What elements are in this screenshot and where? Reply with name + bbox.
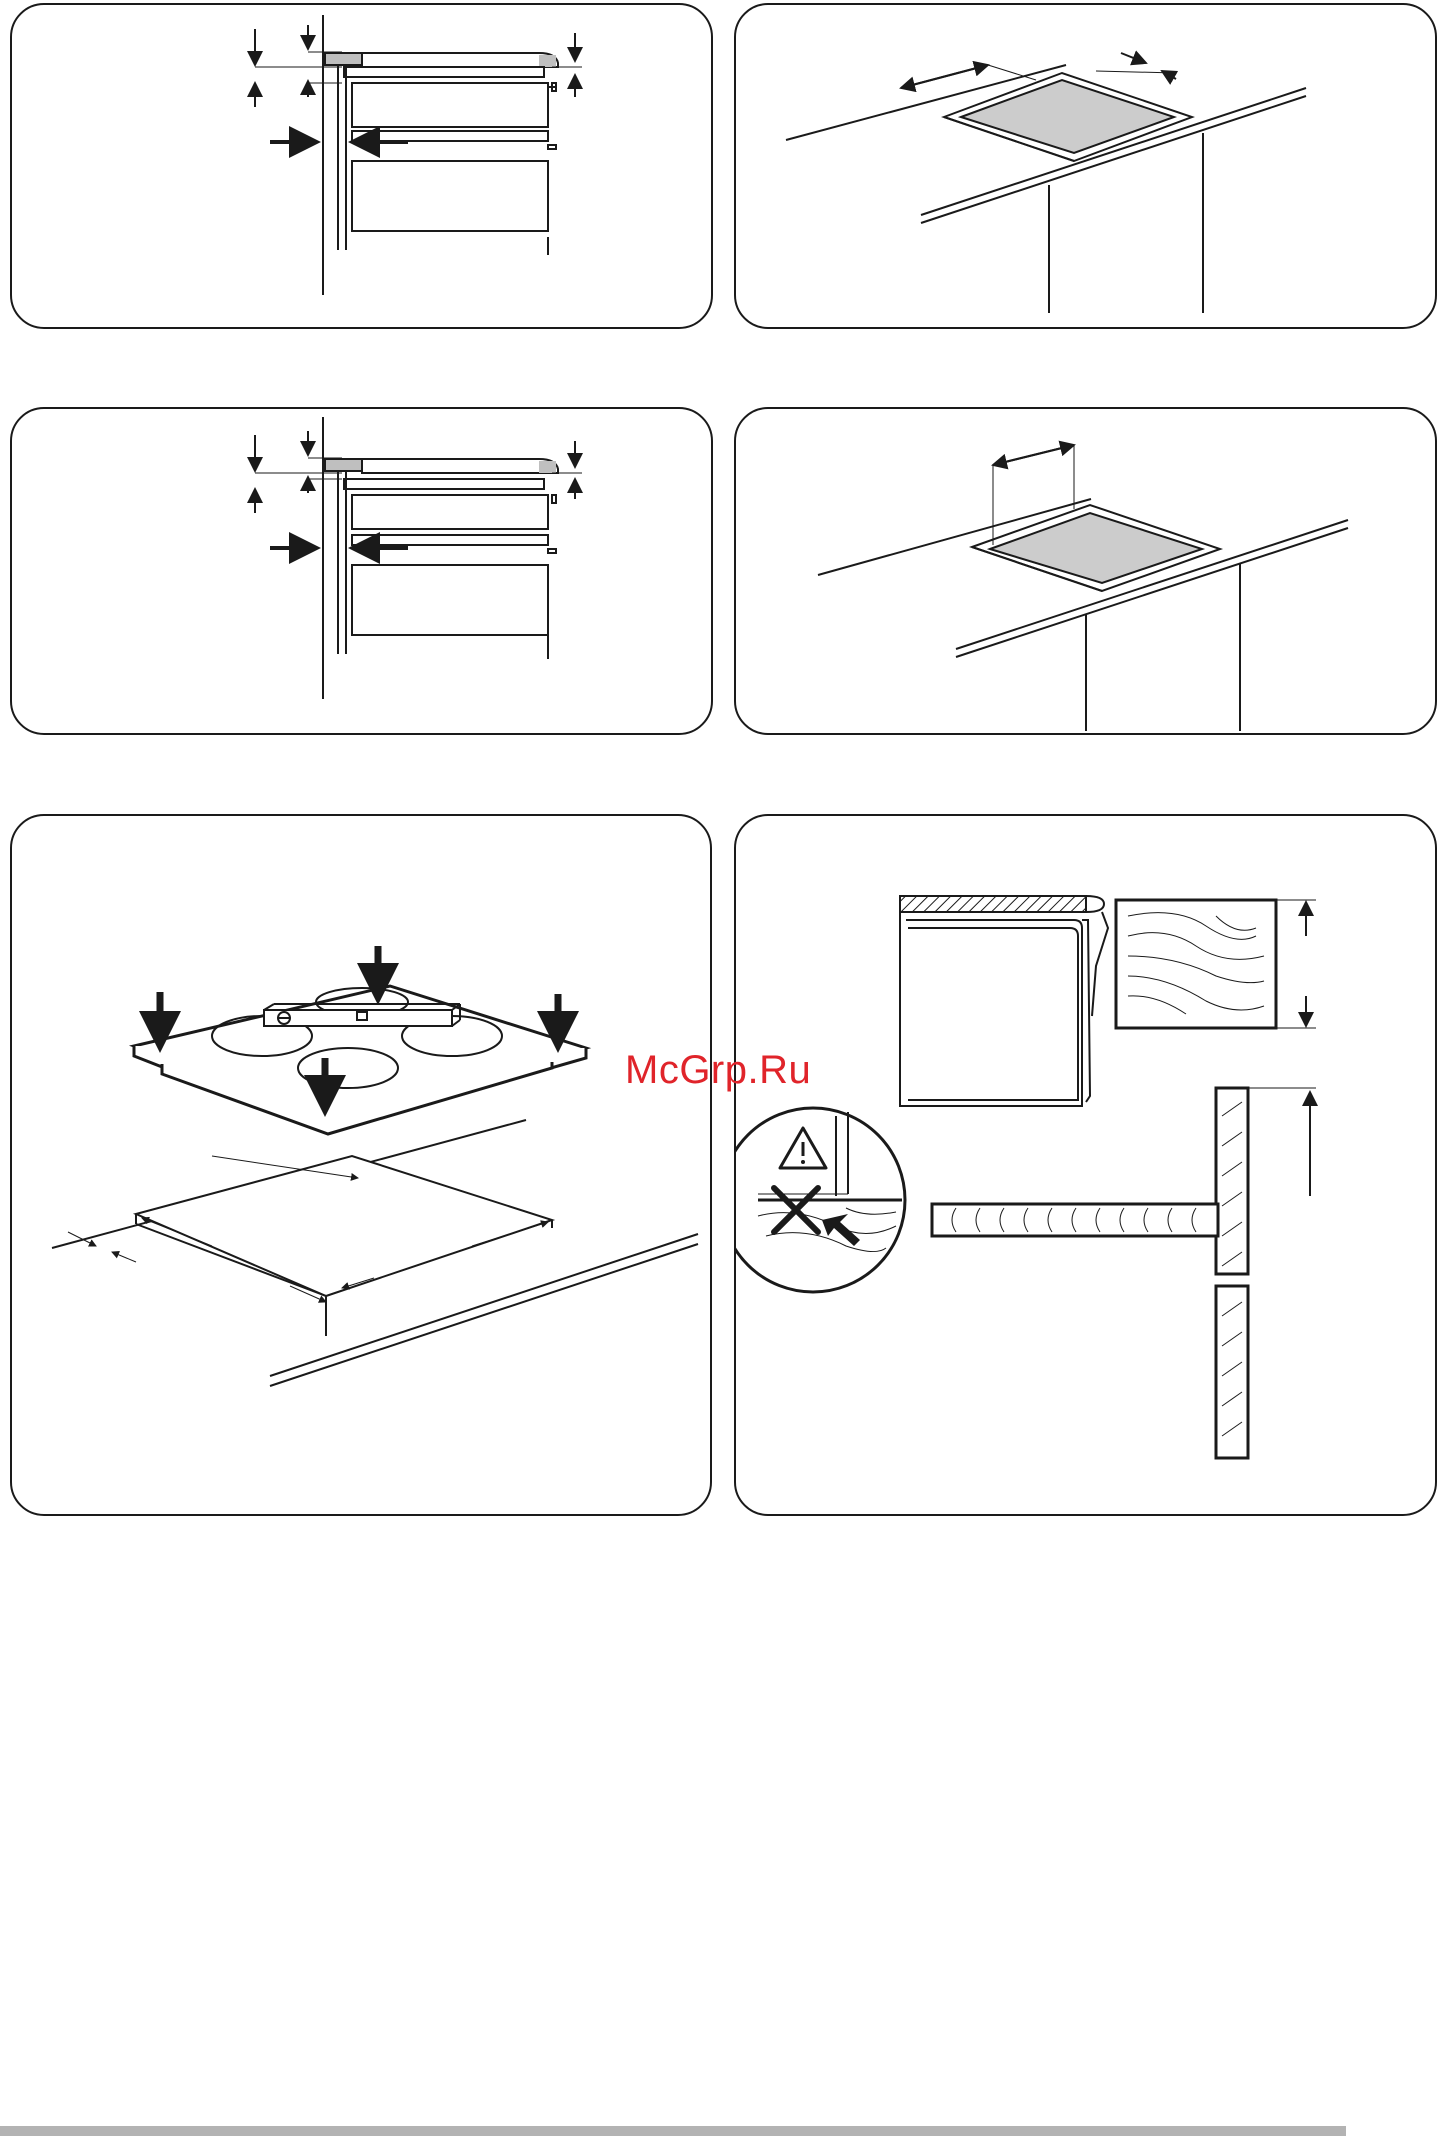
footer-bar xyxy=(0,2126,1346,2136)
cross-section-diagram-1 xyxy=(12,5,713,329)
watermark-text: McGrp.Ru xyxy=(625,1048,811,1093)
cutout-diagram-2 xyxy=(736,409,1437,735)
figure-panel-6 xyxy=(734,814,1437,1516)
cutout-diagram-1 xyxy=(736,5,1437,329)
installation-diagram xyxy=(12,816,712,1516)
figure-panel-4 xyxy=(734,407,1437,735)
figure-panel-5 xyxy=(10,814,712,1516)
worktop-section-diagram xyxy=(736,816,1437,1516)
figure-panel-3 xyxy=(10,407,713,735)
figure-panel-2 xyxy=(734,3,1437,329)
cross-section-diagram-2 xyxy=(12,409,713,735)
figure-panel-1 xyxy=(10,3,713,329)
